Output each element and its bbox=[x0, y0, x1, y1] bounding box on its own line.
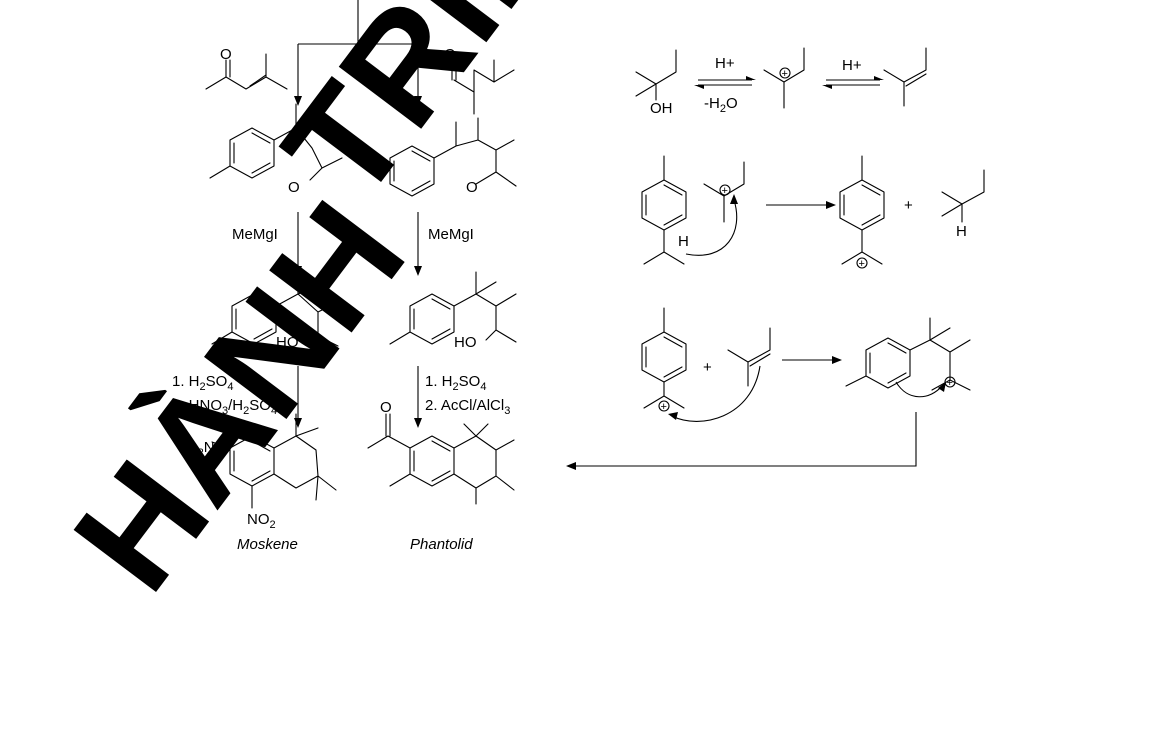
reagent-memgi-left: MeMgI bbox=[232, 226, 278, 243]
nitro-no2: NO2 bbox=[247, 511, 276, 531]
atom-o1: O bbox=[220, 46, 232, 63]
p-cymene: H bbox=[641, 155, 689, 265]
charge-5: + bbox=[947, 377, 953, 389]
curved-arrow-hydride bbox=[685, 199, 738, 256]
product-phantolid-label: Phantolid bbox=[410, 536, 473, 553]
atom-ho2: HO bbox=[454, 334, 477, 351]
moskene-structure: O2N NO2 bbox=[186, 413, 337, 531]
label-h-plus-1: H+ bbox=[715, 55, 735, 72]
atom-o4: O bbox=[466, 179, 478, 196]
aryl-ketone-left: O bbox=[209, 103, 343, 196]
nitro-o2n: O2N bbox=[186, 439, 215, 459]
reagent-step1-right: 1. H2SO4 bbox=[425, 373, 486, 393]
curved-arrow-cyclization bbox=[895, 381, 943, 398]
charge-3: + bbox=[859, 258, 865, 270]
methylbutene-2 bbox=[727, 327, 771, 387]
methylbutene bbox=[883, 47, 927, 107]
charge-1: + bbox=[782, 68, 788, 80]
aryl-ketone-right: O bbox=[389, 117, 517, 197]
branched-ketone-structure: O bbox=[444, 46, 515, 115]
equilibrium-arrow-1 bbox=[694, 76, 756, 89]
atom-oh: OH bbox=[650, 100, 673, 117]
charge-2: + bbox=[722, 185, 728, 197]
equilibrium-arrow-2 bbox=[822, 76, 884, 89]
atom-ho1: HO bbox=[276, 334, 299, 351]
plus-sign-2: + bbox=[703, 359, 712, 376]
curved-arrow-addition bbox=[671, 365, 761, 422]
cyclization-arrows bbox=[294, 366, 422, 428]
label-minus-water: -H2O bbox=[704, 95, 738, 115]
atom-o5: O bbox=[380, 399, 392, 416]
reagent-step1-left: 1. H2SO4 bbox=[172, 373, 233, 393]
isopentane: H bbox=[941, 169, 985, 240]
plus-sign-1: + bbox=[904, 197, 913, 214]
atom-h1: H bbox=[678, 233, 689, 250]
tertiary-cation-intermediate: + bbox=[845, 317, 971, 391]
product-moskene-label: Moskene bbox=[237, 536, 298, 553]
cymyl-cation: + bbox=[839, 155, 885, 270]
charge-4: + bbox=[661, 401, 667, 413]
atom-h2: H bbox=[956, 223, 967, 240]
reagent-step2-right: 2. AcCl/AlCl3 bbox=[425, 397, 510, 417]
tertiary-alcohol-right: HO bbox=[389, 271, 517, 351]
phantolid-structure: O bbox=[367, 399, 515, 505]
tert-amyl-cation: + bbox=[763, 47, 805, 109]
atom-o3: O bbox=[288, 179, 300, 196]
return-arrow bbox=[566, 412, 917, 470]
reagent-memgi-right: MeMgI bbox=[428, 226, 474, 243]
atom-o2: O bbox=[444, 46, 456, 63]
tert-amyl-cation-2: + bbox=[703, 161, 745, 223]
forward-arrow-3 bbox=[782, 356, 842, 364]
mesityl-oxide-structure: O bbox=[205, 46, 288, 90]
label-h-plus-2: H+ bbox=[842, 57, 862, 74]
reagent-step2-left: 2. HNO3/H2SO4 bbox=[172, 397, 277, 417]
tertiary-alcohol-left: HO bbox=[211, 269, 339, 351]
forward-arrow-2 bbox=[766, 201, 836, 209]
tert-amyl-alcohol: OH bbox=[635, 49, 677, 117]
cymyl-cation-2: + bbox=[641, 307, 687, 413]
split-arrow bbox=[294, 0, 422, 106]
